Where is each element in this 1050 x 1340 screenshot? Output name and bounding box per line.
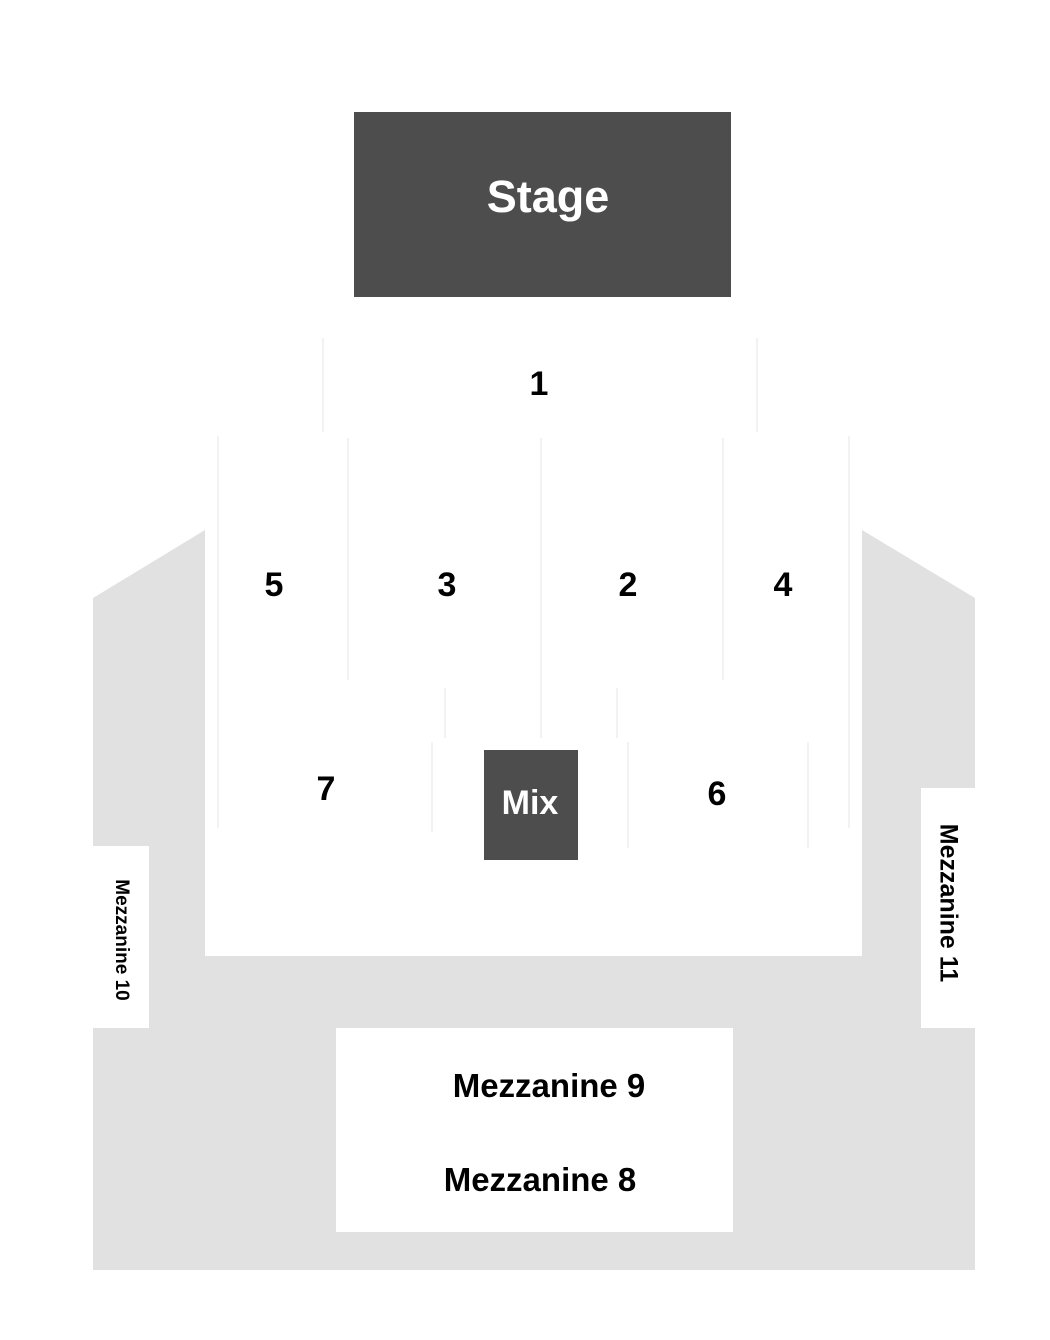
mix-label: Mix [502,784,559,822]
stage-label: Stage [487,171,610,222]
section-dividers [217,338,850,848]
section-7-label: 7 [317,770,336,808]
mezzanine-8-label: Mezzanine 8 [444,1161,637,1198]
mezzanine-11-area[interactable] [921,788,975,1028]
section-5-label: 5 [265,566,284,604]
section-4-label: 4 [774,566,793,604]
section-6-label: 6 [708,775,727,813]
section-2-label: 2 [619,566,638,604]
mezzanine-10-label: Mezzanine 10 [111,879,132,1000]
main-floor [205,432,862,956]
mezzanine-8-9-area[interactable] [336,1028,733,1232]
mezzanine-9-label: Mezzanine 9 [453,1067,646,1104]
mix-booth [484,750,578,860]
section-1-label: 1 [530,365,549,403]
mezzanine-10-area[interactable] [93,846,149,1028]
mezzanine-11-label: Mezzanine 11 [934,824,962,982]
stage [354,112,731,297]
section-1-area[interactable] [323,336,758,436]
section-3-label: 3 [438,566,457,604]
